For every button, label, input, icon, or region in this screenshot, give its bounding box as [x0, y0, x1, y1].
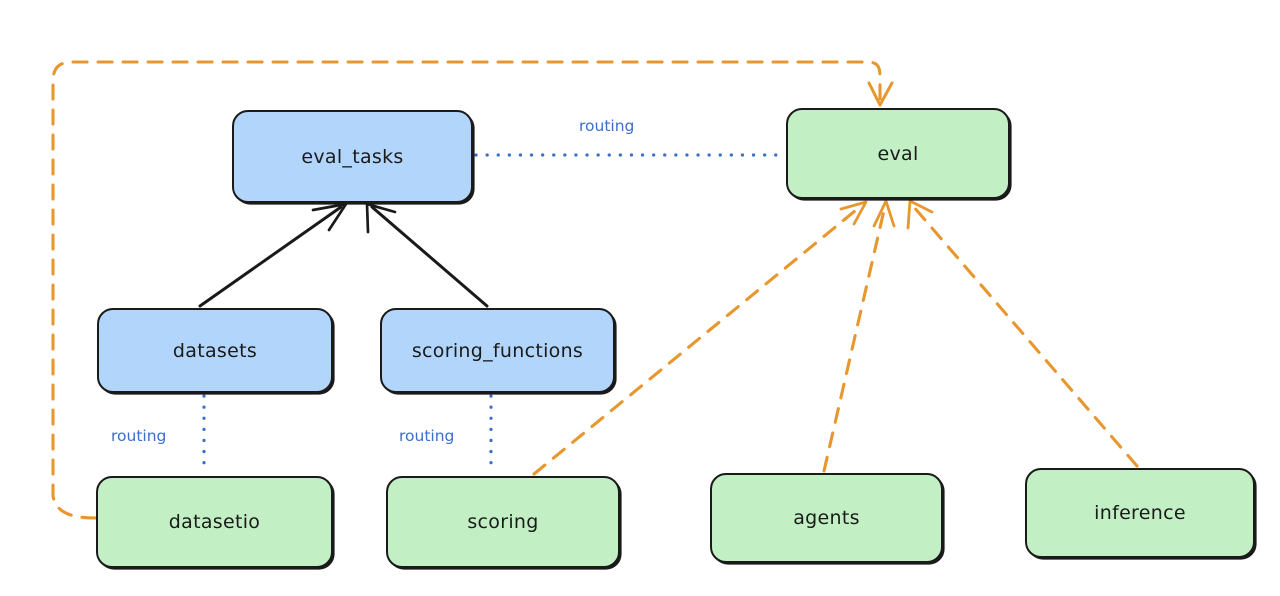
edge-label-routing-scoring: routing: [399, 427, 455, 445]
node-eval[interactable]: eval: [786, 108, 1010, 199]
node-scoring[interactable]: scoring: [386, 476, 620, 568]
node-inference[interactable]: inference: [1025, 468, 1255, 558]
node-label-scoring-functions: scoring_functions: [411, 339, 584, 362]
node-datasetio[interactable]: datasetio: [96, 476, 333, 568]
node-datasets[interactable]: datasets: [97, 308, 333, 393]
node-scoring-functions[interactable]: scoring_functions: [380, 308, 615, 393]
node-label-scoring: scoring: [467, 511, 539, 533]
node-label-inference: inference: [1094, 502, 1186, 524]
edge-scoring_functions-eval_tasks: [365, 202, 489, 308]
edge-label-routing-datasetio: routing: [111, 427, 167, 445]
node-label-agents: agents: [793, 507, 860, 529]
node-eval-tasks[interactable]: eval_tasks: [232, 110, 473, 203]
edge-inference-eval: [906, 199, 1139, 468]
edge-label-routing-eval: routing: [579, 117, 635, 135]
edge-datasetio-eval: [51, 60, 894, 520]
node-label-datasets: datasets: [172, 339, 258, 362]
edge-datasets-eval_tasks: [198, 202, 348, 308]
edge-agents-eval: [822, 199, 896, 473]
node-label-datasetio: datasetio: [168, 511, 261, 533]
node-label-eval: eval: [877, 142, 919, 165]
edge-scoring-eval: [532, 200, 868, 476]
node-label-eval-tasks: eval_tasks: [301, 145, 404, 168]
node-agents[interactable]: agents: [710, 473, 943, 563]
